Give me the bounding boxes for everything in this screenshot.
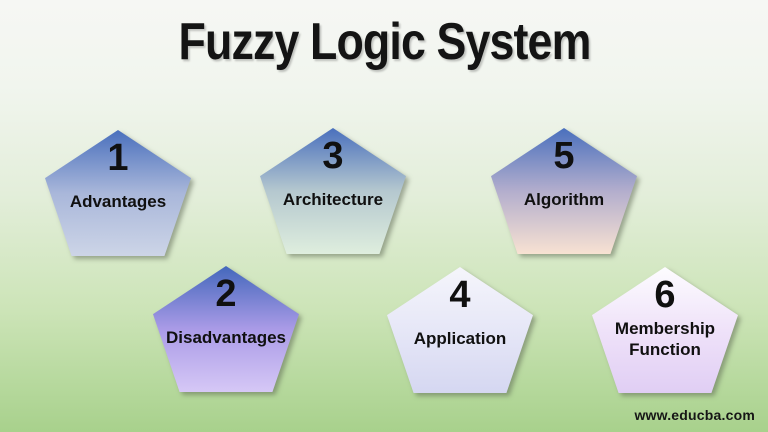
pentagon-number: 1 (107, 137, 129, 179)
page-title-text: Fuzzy Logic System (178, 13, 591, 71)
pentagon-shape: 6 Membership Function (592, 267, 738, 393)
pentagon-application: 4 Application (387, 267, 533, 393)
pentagon-label: Application (413, 329, 507, 349)
pentagon-shape: 3 Architecture (260, 128, 406, 254)
pentagon-label: Advantages (69, 192, 167, 212)
pentagon-number: 5 (553, 135, 575, 177)
pentagon-membership-function: 6 Membership Function (592, 267, 738, 393)
pentagon-disadvantages: 2 Disadvantages (153, 266, 299, 392)
pentagon-label: Disadvantages (166, 328, 286, 348)
pentagon-architecture: 3 Architecture (260, 128, 406, 254)
pentagon-advantages: 1 Advantages (45, 130, 191, 256)
pentagon-shape: 2 Disadvantages (153, 266, 299, 392)
pentagon-number: 6 (654, 274, 676, 316)
website-watermark: www.educba.com (634, 407, 755, 423)
pentagon-number: 3 (322, 135, 344, 177)
pentagon-label: Algorithm (523, 190, 605, 210)
pentagon-shape: 1 Advantages (45, 130, 191, 256)
pentagon-algorithm: 5 Algorithm (491, 128, 637, 254)
pentagon-label: Membership Function (614, 318, 716, 359)
pentagon-shape: 4 Application (387, 267, 533, 393)
page-title: Fuzzy Logic System (0, 13, 768, 71)
pentagon-label: Architecture (282, 190, 384, 210)
pentagon-number: 4 (449, 274, 471, 316)
pentagon-number: 2 (215, 273, 237, 315)
pentagon-shape: 5 Algorithm (491, 128, 637, 254)
